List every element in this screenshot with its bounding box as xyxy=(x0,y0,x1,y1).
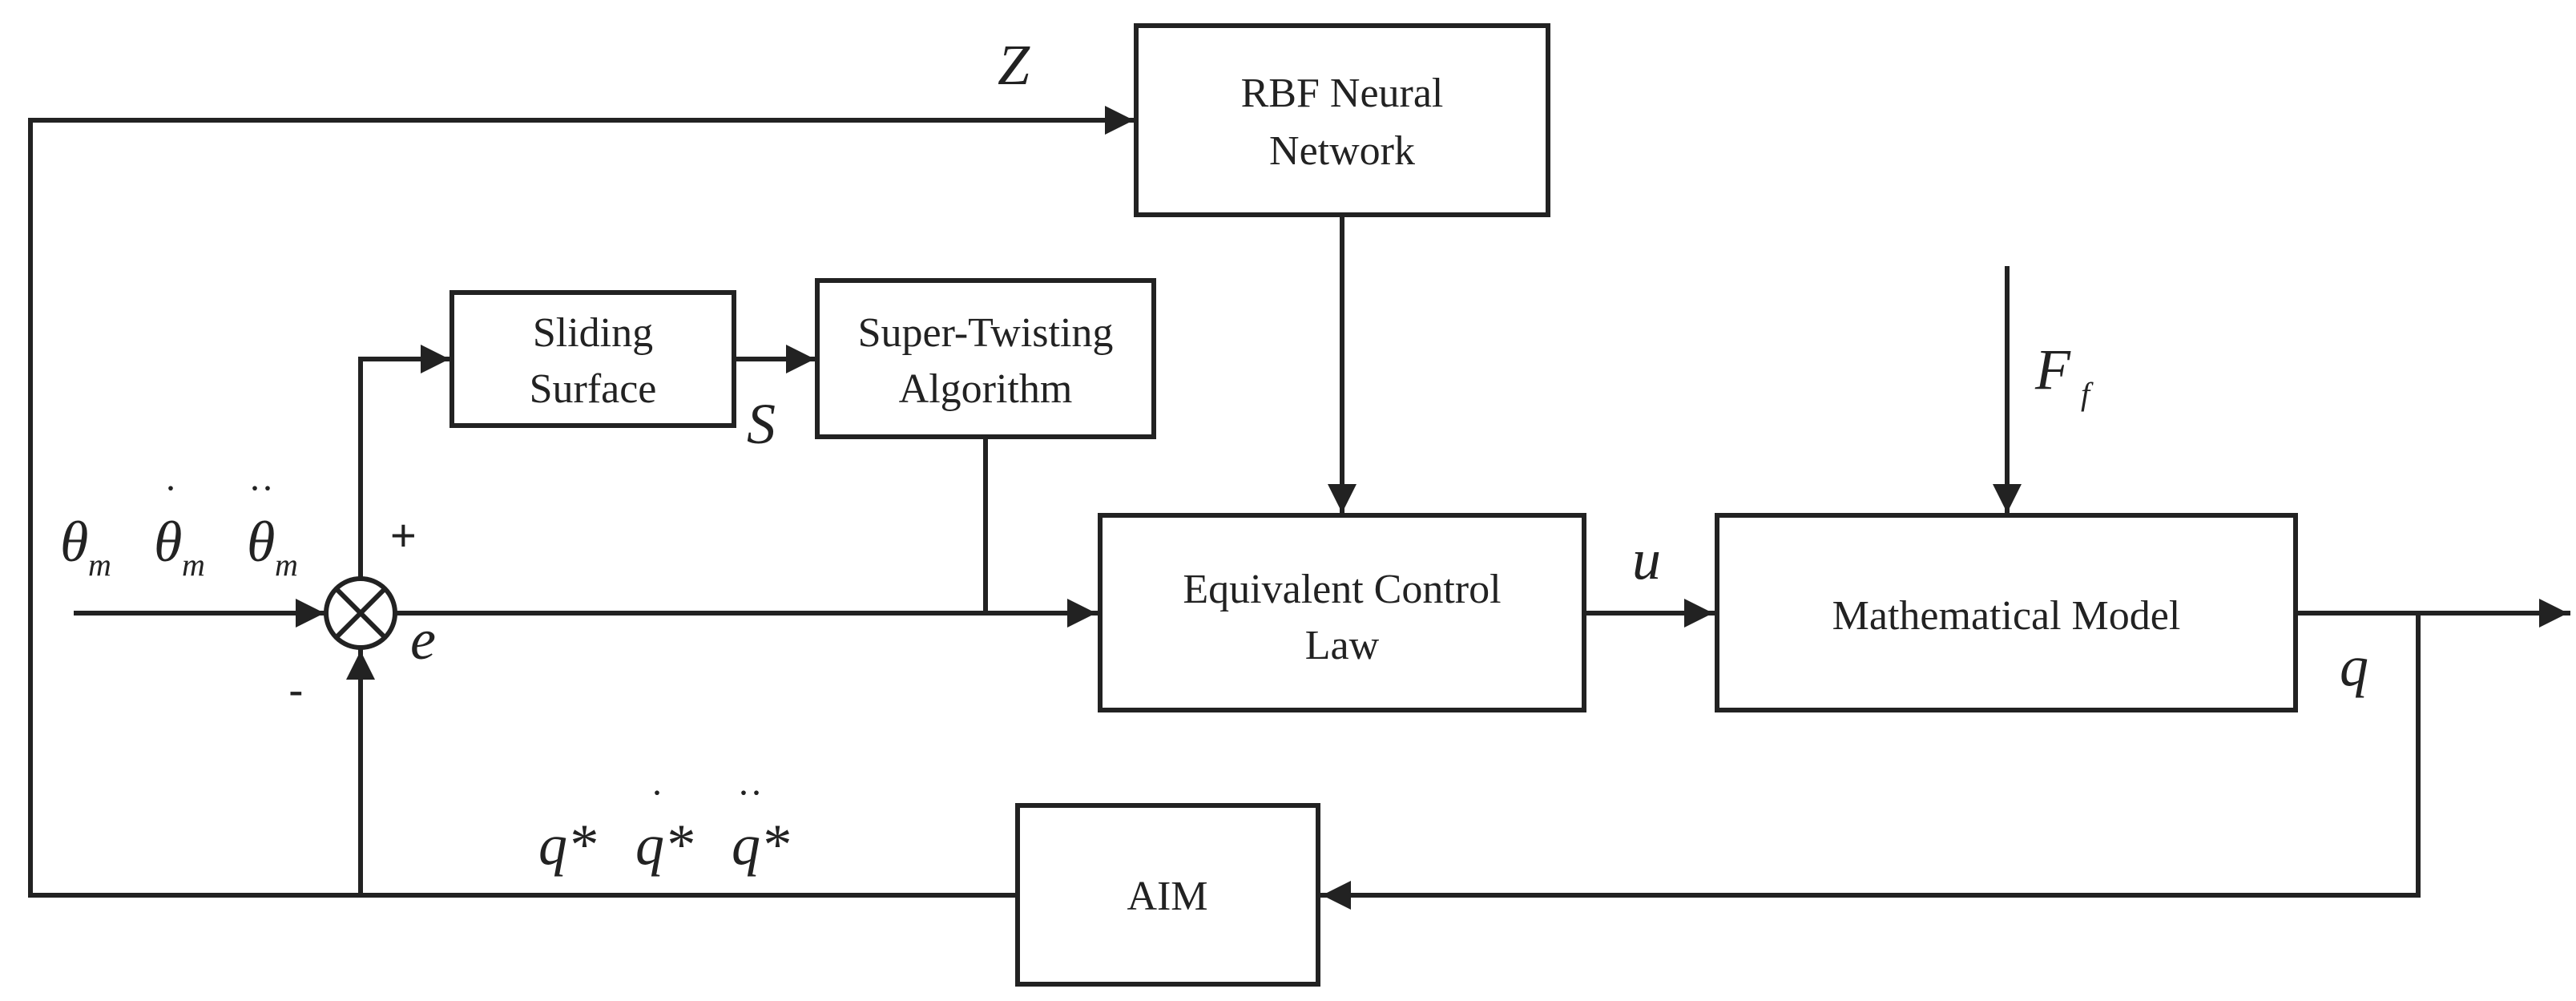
svg-text:f: f xyxy=(2081,376,2094,412)
svg-text:q*: q* xyxy=(635,813,693,877)
q-feedback-arrow xyxy=(1320,611,2421,910)
rbf-label-line2: Network xyxy=(1269,128,1415,174)
svg-text:q*: q* xyxy=(732,813,789,877)
ff-label: F f xyxy=(2034,337,2094,412)
equivalent-control-law-block: Equivalent Control Law xyxy=(1098,513,1586,712)
aim-block: AIM xyxy=(1015,803,1320,987)
svg-text:··: ·· xyxy=(248,467,274,510)
svg-text:m: m xyxy=(182,547,205,583)
e-label: e xyxy=(410,607,436,672)
super-twisting-label-line2: Algorithm xyxy=(899,366,1073,412)
equivalent-label-line1: Equivalent Control xyxy=(1183,567,1501,612)
minus-sign: - xyxy=(288,664,304,715)
svg-text:q*: q* xyxy=(538,813,596,877)
sliding-surface-block: Sliding Surface xyxy=(449,290,736,428)
svg-text:·: · xyxy=(164,467,177,510)
equivalent-label-line2: Law xyxy=(1305,623,1380,668)
s-label: S xyxy=(747,392,776,456)
theta-m-dot-label: · θ m xyxy=(154,467,205,583)
theta-m-ddot-label: ·· θ m xyxy=(247,467,298,583)
summing-junction xyxy=(324,576,397,650)
z-loop-arrow xyxy=(28,106,1136,898)
aim-label: AIM xyxy=(1127,874,1207,919)
sliding-label-line2: Surface xyxy=(530,366,657,412)
q-star-label: q* xyxy=(538,813,596,877)
svg-text:··: ·· xyxy=(737,772,763,814)
mathematical-model-block: Mathematical Model xyxy=(1715,513,2298,712)
q-star-ddot-label: ·· q* xyxy=(732,772,789,877)
rbf-label-line1: RBF Neural xyxy=(1241,71,1444,116)
u-label: u xyxy=(1632,527,1661,591)
e-branch-to-sliding-arrow xyxy=(358,345,452,616)
svg-text:·: · xyxy=(651,772,663,814)
svg-text:F: F xyxy=(2034,337,2071,402)
theta-m-label: θ m xyxy=(60,510,111,583)
svg-text:m: m xyxy=(88,547,111,583)
z-label: Z xyxy=(998,33,1030,97)
super-twisting-label-line1: Super-Twisting xyxy=(858,310,1114,356)
super-twisting-algorithm-block: Super-Twisting Algorithm xyxy=(815,278,1156,439)
svg-text:θ: θ xyxy=(60,510,88,574)
q-label: q xyxy=(2340,634,2368,698)
sliding-label-line1: Sliding xyxy=(533,310,653,356)
math-model-label: Mathematical Model xyxy=(1832,593,2181,639)
q-star-dot-label: · q* xyxy=(635,772,693,877)
plus-sign: + xyxy=(390,510,417,560)
svg-text:θ: θ xyxy=(154,510,182,574)
svg-text:m: m xyxy=(275,547,298,583)
rbf-neural-network-block: RBF Neural Network xyxy=(1134,23,1550,217)
svg-text:θ: θ xyxy=(247,510,275,574)
